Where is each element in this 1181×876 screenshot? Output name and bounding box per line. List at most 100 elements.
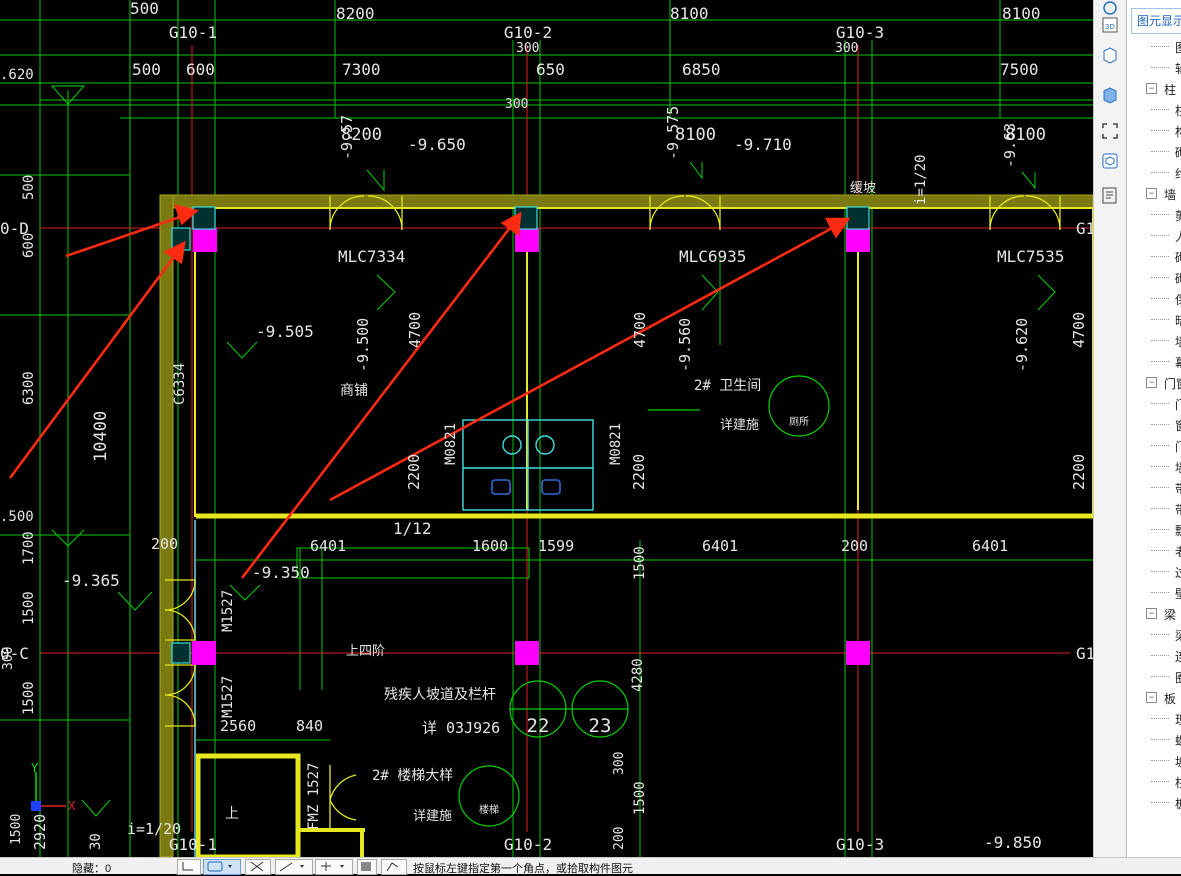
tree-item[interactable]: 砌 [1127,246,1181,267]
dim-label: 600 [186,60,215,79]
tree-item-label: 幕 [1175,354,1181,371]
cad-drawing-canvas[interactable]: G10-1G10-2G10-3G10-1G10-2G10-3G10-DG10-C… [0,0,1093,857]
tree-item-label: 柱 [1164,83,1177,97]
tree-item-label: 约 [1175,165,1181,182]
tree-item[interactable]: 老 [1127,540,1181,561]
tree-category[interactable]: −柱 [1127,78,1181,99]
dim-label: 500 [130,0,159,18]
tree-item[interactable]: 柱 [1127,771,1181,792]
tree-category[interactable]: −门窗 [1127,372,1181,393]
level-label: -9.57 [338,115,356,160]
tree-item[interactable]: 砌 [1127,267,1181,288]
tree-category[interactable]: −墙 [1127,183,1181,204]
dim-label: 6300 [21,371,37,405]
tree-item[interactable]: 带 [1127,477,1181,498]
tree-item[interactable]: 门 [1127,393,1181,414]
box-select-button[interactable] [203,859,241,875]
tree-item[interactable]: 构 [1127,120,1181,141]
tree-item[interactable]: 剪 [1127,204,1181,225]
note-up-steps: 上四阶 [346,644,385,659]
tree-item[interactable]: 板 [1127,792,1181,813]
dim-label: 6401 [702,537,738,555]
tree-item[interactable]: 带 [1127,498,1181,519]
collapse-icon[interactable]: − [1146,188,1157,199]
dim-label: 4280 [630,658,646,692]
note-see-construction: 详建施 [413,809,452,824]
tree-item[interactable]: 螺 [1127,729,1181,750]
tree-item[interactable]: 约 [1127,162,1181,183]
tree-item[interactable]: 梁 [1127,624,1181,645]
tree-item[interactable]: 砌 [1127,141,1181,162]
axis-label-left-c: 0-C [0,644,29,663]
tree-item[interactable]: 轴 [1127,57,1181,78]
dim-label: 2200 [630,454,648,490]
tree-item[interactable]: 飘 [1127,519,1181,540]
ucs-icon [31,772,66,811]
tree-item-label: 柱 [1175,102,1181,119]
tree-item-label: 老 [1175,543,1181,560]
collapse-icon[interactable]: − [1146,608,1157,619]
properties-list-icon[interactable] [1099,184,1121,206]
tree-item-label: 连 [1175,648,1181,665]
tree-item[interactable]: 圈 [1127,666,1181,687]
dim-label: 300 [516,41,539,56]
tree-item-label: 图 [1175,39,1181,56]
tree-item[interactable]: 保 [1127,288,1181,309]
tree-item[interactable]: 墙 [1127,330,1181,351]
tree-item[interactable]: 幕 [1127,351,1181,372]
tree-item[interactable]: 门 [1127,435,1181,456]
dim-label: 500 [132,60,161,79]
tree-item-label: 过 [1175,564,1181,581]
tree-connector [1151,130,1169,132]
toilet-stamp: 厕所 [789,416,809,428]
tree-item[interactable]: 图 [1127,36,1181,57]
tree-item-label: 螺 [1175,732,1181,749]
dim-label: 600 [21,233,37,258]
tree-item[interactable]: 现 [1127,708,1181,729]
tree-connector [1151,235,1169,237]
tree-item[interactable]: 暗 [1127,309,1181,330]
tree-item[interactable]: 窗 [1127,414,1181,435]
level-label: -9.650 [408,135,466,154]
3d-view-icon[interactable] [1099,0,1121,22]
axis-label-g10-1-top: G10-1 [169,23,217,42]
level-label: -9.560 [676,318,694,372]
dim-label: 200 [612,827,627,850]
tree-item[interactable]: 壁 [1127,582,1181,603]
dim-label: 650 [536,60,565,79]
collapse-icon[interactable]: − [1146,377,1157,388]
dim-label: 6401 [310,537,346,555]
3d-box-icon[interactable]: 3D [1099,14,1121,36]
ucs-x-label: X [68,799,76,813]
solid-cube-icon[interactable] [1099,84,1121,106]
zoom-extent-icon[interactable] [1099,120,1121,142]
stair-stamp: 楼梯 [479,803,499,816]
tree-item[interactable]: 墙 [1127,456,1181,477]
dim-label: 4700 [631,312,649,348]
dim-label: 7500 [1000,60,1039,79]
dim-label: 4700 [1070,312,1088,348]
dim-label: 2560 [220,717,256,735]
tree-category[interactable]: −梁 [1127,603,1181,624]
floor-plan-drawing[interactable]: G10-1G10-2G10-3G10-1G10-2G10-3G10-DG10-C… [0,0,1093,857]
tree-item[interactable]: 过 [1127,561,1181,582]
tree-item-label: 圈 [1175,669,1181,686]
tree-category[interactable]: −板 [1127,687,1181,708]
cube-icon[interactable] [1099,44,1121,66]
collapse-icon[interactable]: − [1146,83,1157,94]
collapse-icon[interactable]: − [1146,692,1157,703]
detail-callout-23: 23 [589,715,612,737]
dim-label: 6401 [972,537,1008,555]
tree-item[interactable]: 连 [1127,645,1181,666]
dim-label: 2200 [1070,454,1088,490]
tree-item[interactable]: 人 [1127,225,1181,246]
tab-element-display[interactable]: 图元显示 [1131,8,1181,34]
tree-connector [1151,172,1169,174]
tree-item-label: 门窗 [1164,377,1181,391]
level-label: -9.710 [734,135,792,154]
tree-item-label: 暗 [1175,312,1181,329]
orbit-icon[interactable] [1099,150,1121,172]
tree-item[interactable]: 坡 [1127,750,1181,771]
tree-item[interactable]: 柱 [1127,99,1181,120]
door-label: FMZ 1527 [306,763,322,830]
